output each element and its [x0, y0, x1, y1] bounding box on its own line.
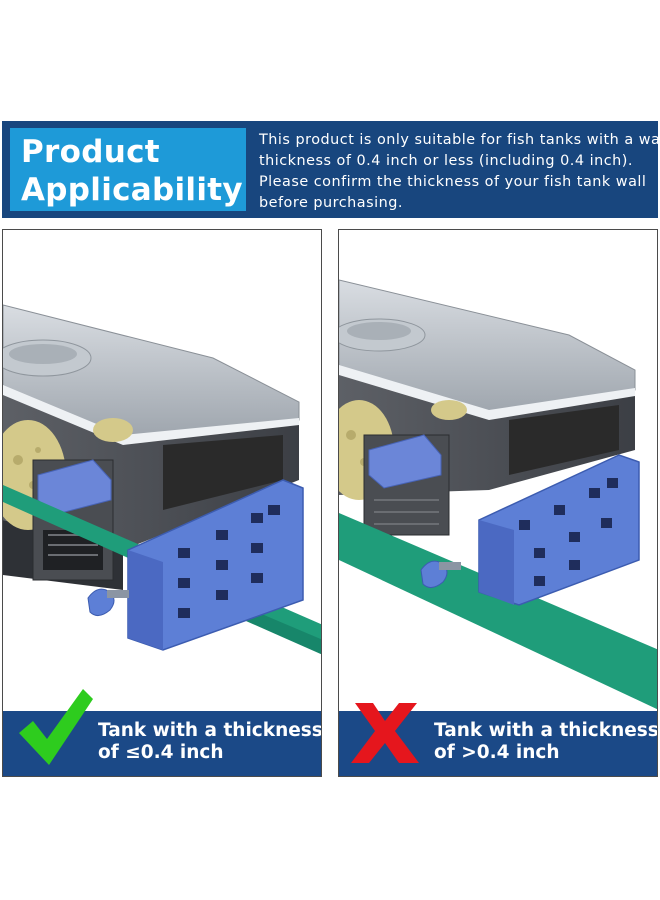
caption-bar-thick: Tank with a thickness of >0.4 inch — [339, 703, 658, 776]
caption-line-1: Tank with a thickness — [434, 720, 658, 741]
caption-thick: Tank with a thickness of >0.4 inch — [434, 720, 658, 764]
filter-box-thin-wall-illustration — [3, 304, 321, 655]
caption-bar-thin: Tank with a thickness of ≤0.4 inch — [3, 689, 322, 776]
red-x-icon — [351, 703, 419, 763]
panel-thin-wall: Tank with a thickness of ≤0.4 inch — [2, 229, 322, 777]
caption-line-2: of >0.4 inch — [434, 742, 560, 763]
filter-box-thick-wall-illustration — [339, 279, 657, 710]
title-line-1: Product — [21, 134, 160, 170]
green-check-icon — [19, 689, 93, 765]
description-line: Please confirm the thickness of your fis… — [259, 174, 647, 190]
panel-thick-wall: Tank with a thickness of >0.4 inch — [338, 229, 658, 777]
description-line: thickness of 0.4 inch or less (including… — [259, 153, 633, 169]
header-banner: Product Applicability This product is on… — [2, 121, 660, 218]
description-line: before purchasing. — [259, 195, 403, 211]
caption-line-1: Tank with a thickness — [98, 720, 322, 741]
caption-thin: Tank with a thickness of ≤0.4 inch — [98, 720, 322, 764]
title-line-2: Applicability — [21, 172, 243, 208]
applicability-description: This product is only suitable for fish t… — [259, 130, 660, 214]
caption-line-2: of ≤0.4 inch — [98, 742, 224, 763]
description-line: This product is only suitable for fish t… — [259, 132, 660, 148]
title-box: Product Applicability — [10, 128, 246, 211]
